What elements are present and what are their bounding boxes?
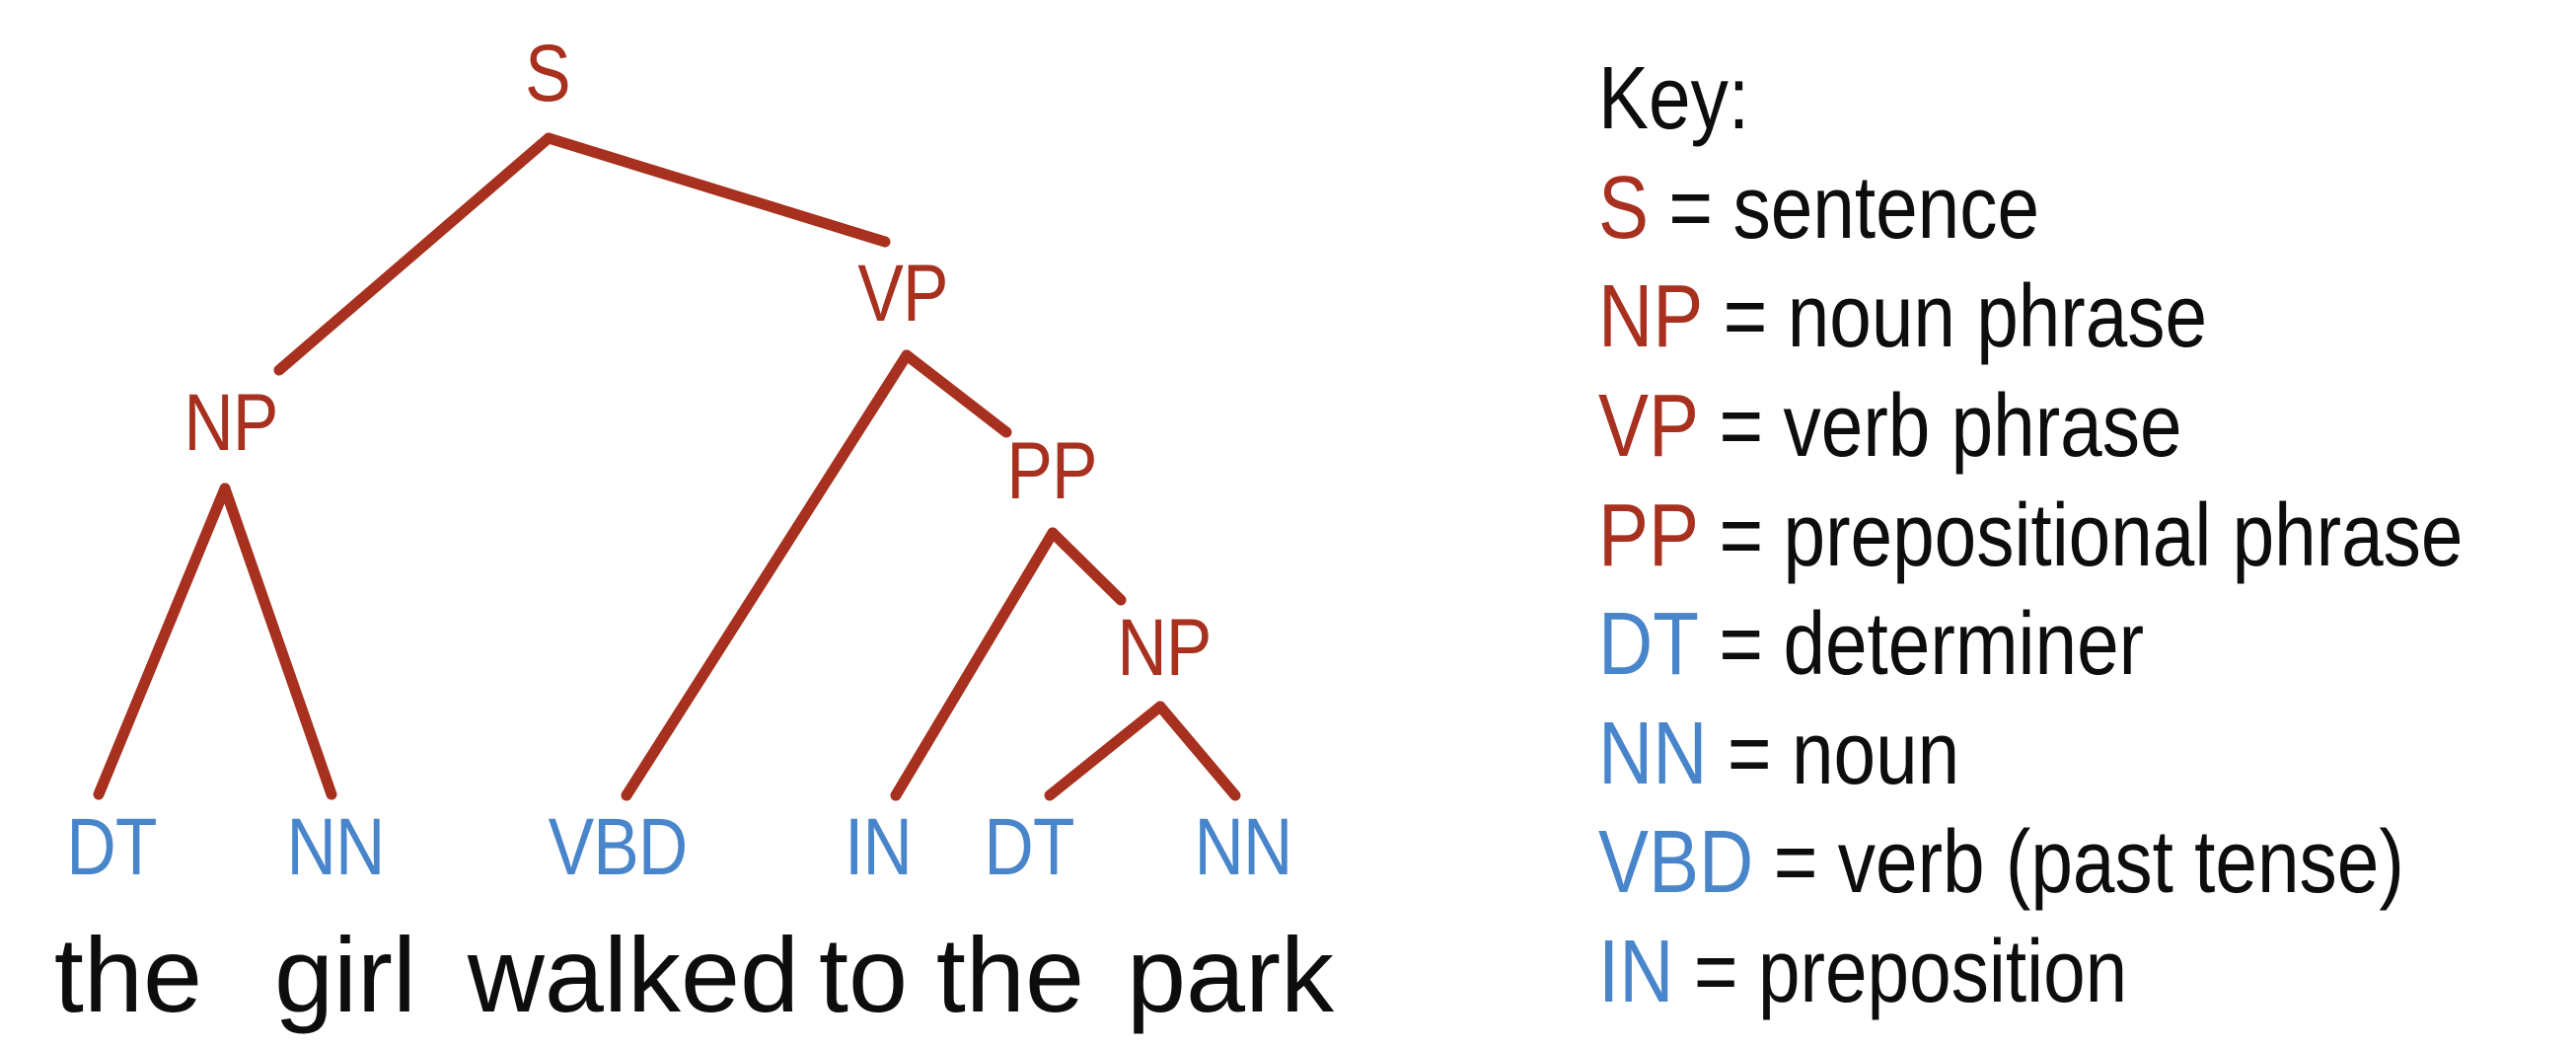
tree-edge-NP1-NN1 <box>219 483 337 800</box>
equals-sign: = <box>1668 158 1714 258</box>
equals-sign: = <box>1719 377 1764 477</box>
sentence-word-w3: walked <box>467 915 800 1034</box>
tree-edge-NP2-DT2 <box>1044 701 1166 801</box>
pos-tag-DT1: DT <box>66 802 157 892</box>
tree-node-NP2: NP <box>1117 603 1212 693</box>
tree-edge-S-NP1 <box>273 132 554 376</box>
tree-edge-NP1-DT1 <box>93 483 231 800</box>
tree-node-PP: PP <box>1006 426 1097 516</box>
tree-edge-PP-IN <box>890 527 1059 801</box>
pos-tag-NN1: NN <box>286 802 386 892</box>
equals-sign: = <box>1773 813 1818 913</box>
sentence-word-w6: park <box>1126 915 1335 1034</box>
equals-sign: = <box>1727 704 1772 803</box>
key-definition: prepositional phrase <box>1783 486 2464 585</box>
key-entry-VBD: VBD = verb (past tense) <box>1598 808 2463 918</box>
key-term: DT <box>1598 595 1699 695</box>
sentence-word-w2: girl <box>273 915 417 1034</box>
key-definition: determiner <box>1783 595 2145 695</box>
tree-node-S: S <box>525 29 570 118</box>
equals-sign: = <box>1693 923 1738 1022</box>
equals-sign: = <box>1719 595 1764 695</box>
sentence-word-w1: the <box>53 915 203 1034</box>
key-entry-VP: VP = verb phrase <box>1598 372 2463 482</box>
key-definition: noun phrase <box>1787 267 2208 367</box>
key-definition: verb phrase <box>1783 377 2182 477</box>
key-entry-NP: NP = noun phrase <box>1598 262 2463 372</box>
tree-edge-PP-NP2 <box>1047 527 1127 606</box>
pos-tag-IN: IN <box>845 802 913 892</box>
key-term: VP <box>1598 377 1700 477</box>
key-title-text: Key: <box>1598 49 1750 149</box>
key-entry-DT: DT = determiner <box>1598 590 2463 700</box>
key-term: IN <box>1598 923 1674 1022</box>
key-definition: verb (past tense) <box>1837 813 2404 913</box>
key-entry-NN: NN = noun <box>1598 700 2463 809</box>
key-term: NN <box>1598 704 1708 803</box>
key-title: Key: <box>1598 44 2463 154</box>
key-term: S <box>1598 158 1650 258</box>
key-term: PP <box>1598 486 1700 585</box>
pos-tag-DT2: DT <box>984 802 1074 892</box>
equals-sign: = <box>1723 267 1768 367</box>
key-entry-S: S = sentence <box>1598 154 2463 263</box>
tree-node-NP1: NP <box>184 378 278 468</box>
tree-edge-VP-VBD <box>621 349 913 801</box>
pos-tag-VBD: VBD <box>548 802 689 892</box>
key-entry-IN: IN = preposition <box>1598 918 2463 1027</box>
key-definition: preposition <box>1757 923 2128 1022</box>
key-term: NP <box>1598 267 1704 367</box>
sentence-word-w5: the <box>935 915 1085 1034</box>
key-term: VBD <box>1598 813 1754 913</box>
tree-edge-VP-PP <box>901 349 1012 438</box>
key-definition: sentence <box>1732 158 2039 258</box>
tree-edge-NP2-NN2 <box>1154 701 1241 801</box>
key-definition: noun <box>1791 704 1960 803</box>
equals-sign: = <box>1719 486 1764 585</box>
tree-node-VP: VP <box>857 249 948 338</box>
key-entry-PP: PP = prepositional phrase <box>1598 481 2463 590</box>
pos-tag-NN2: NN <box>1194 802 1293 892</box>
key-legend: Key: S = sentence NP = noun phrase VP = … <box>1598 44 2576 1026</box>
sentence-word-w4: to <box>818 915 909 1034</box>
tree-edge-S-VP <box>543 132 891 248</box>
